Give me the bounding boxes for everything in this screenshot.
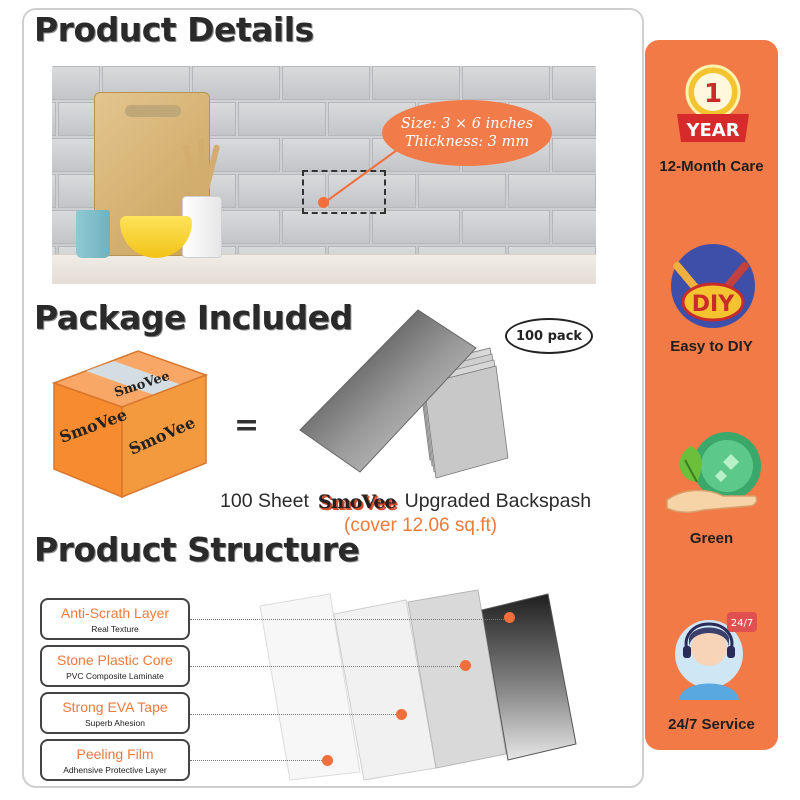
layer-marker-dot	[504, 612, 515, 623]
warranty-badge-icon: 1 YEAR	[677, 64, 749, 142]
blue-cup	[76, 210, 110, 258]
product-name-text: Upgraded Backspash	[404, 490, 592, 512]
brand-logo: SmoVee	[317, 490, 397, 513]
layer-title: Stone Plastic Core	[57, 651, 173, 668]
coverage-text: (cover 12.06 sq.ft)	[344, 515, 498, 536]
layer-card-anti-scratch: Anti-Scrath Layer Real Texture	[40, 598, 190, 640]
warranty-label: 12-Month Care	[659, 158, 764, 175]
layer-diagram-image	[259, 589, 577, 781]
kitchen-scene-image: Size: 3 × 6 inches Thickness: 3 mm	[52, 66, 596, 284]
warranty-word: YEAR	[685, 120, 739, 141]
size-text: Size: 3 × 6 inches	[400, 116, 534, 132]
customer-service-icon: 24/7	[675, 612, 757, 700]
package-description: 100 Sheet SmoVee Upgraded Backspash	[220, 490, 591, 513]
package-included-heading: Package Included	[34, 298, 353, 337]
service-label: 24/7 Service	[668, 716, 755, 733]
layer-marker-dot	[396, 709, 407, 720]
size-callout: Size: 3 × 6 inches Thickness: 3 mm	[382, 100, 552, 166]
diy-badge-text: DIY	[692, 292, 735, 317]
leader-line	[190, 619, 510, 620]
green-label: Green	[689, 530, 734, 547]
layer-title: Peeling Film	[76, 745, 154, 762]
leader-line	[190, 714, 402, 715]
layer-subtitle: Adhensive Protective Layer	[63, 764, 167, 775]
layer-title: Anti-Scrath Layer	[60, 604, 170, 621]
utensil-holder	[182, 196, 222, 258]
thickness-text: Thickness: 3 mm	[404, 134, 530, 150]
layer-title: Strong EVA Tape	[62, 698, 168, 715]
layer-subtitle: Superb Ahesion	[84, 717, 146, 728]
layer-subtitle: PVC Composite Laminate	[66, 670, 164, 681]
product-structure-heading: Product Structure	[34, 530, 360, 569]
green-leaf-hand-icon	[666, 432, 761, 513]
layer-marker-dot	[322, 755, 333, 766]
pack-count-badge: 100 pack	[505, 318, 593, 354]
layer-card-peeling-film: Peeling Film Adhensive Protective Layer	[40, 739, 190, 781]
shipping-box-image: SmoVee SmoVee SmoVee	[51, 350, 209, 499]
layer-subtitle: Real Texture	[91, 623, 139, 634]
features-sidebar: 1 YEAR 12-Month Care DIY Easy to DIY Gre…	[645, 40, 778, 750]
diy-tools-icon: DIY	[671, 244, 755, 328]
warranty-number: 1	[704, 79, 722, 109]
layer-card-eva-tape: Strong EVA Tape Superb Ahesion	[40, 692, 190, 734]
service-badge-text: 24/7	[731, 618, 753, 629]
layer-marker-dot	[460, 660, 471, 671]
sheet-count-text: 100 Sheet	[220, 490, 309, 512]
leader-line	[190, 666, 466, 667]
leader-line	[190, 760, 326, 761]
diy-label: Easy to DIY	[670, 338, 753, 355]
tile-marker-dot	[318, 197, 329, 208]
tile-highlight-box	[302, 170, 386, 214]
equals-sign: =	[234, 408, 260, 443]
tile-stack-image	[299, 309, 509, 479]
product-details-heading: Product Details	[34, 10, 314, 49]
layer-card-stone-core: Stone Plastic Core PVC Composite Laminat…	[40, 645, 190, 687]
